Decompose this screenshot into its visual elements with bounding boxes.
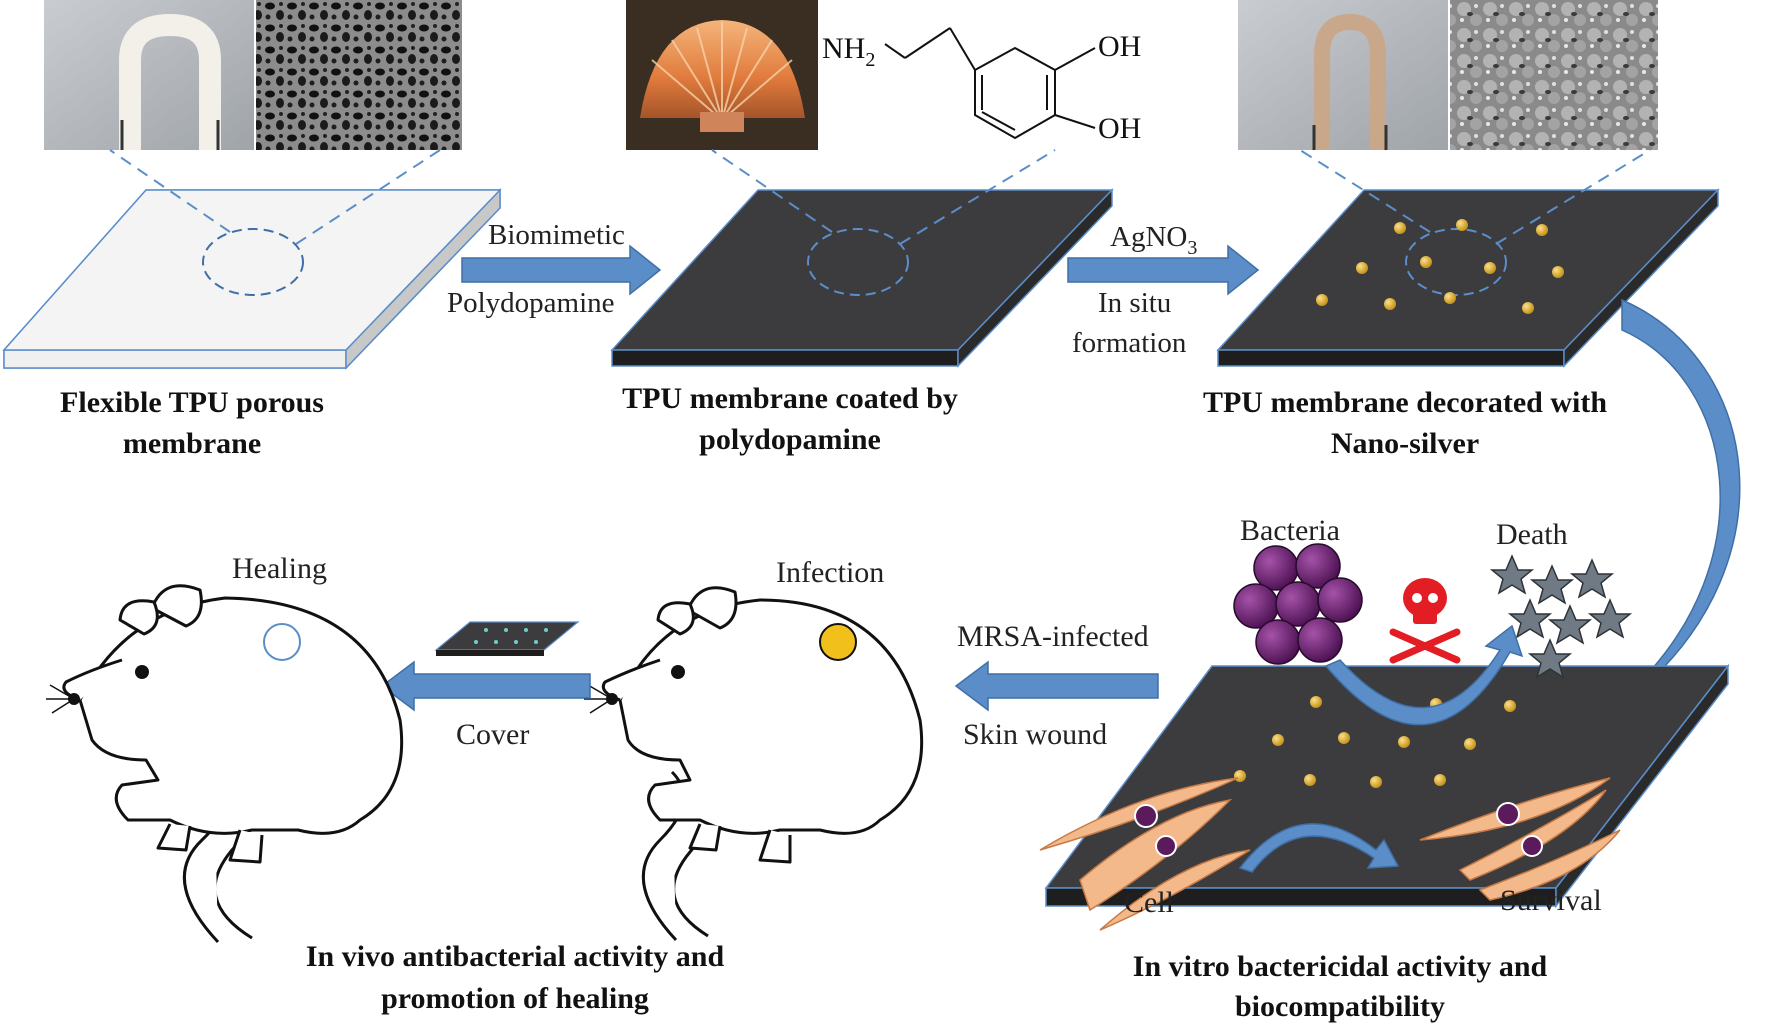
silver-nanoparticles	[1316, 219, 1564, 314]
step1-label-line2: membrane	[123, 427, 261, 460]
bacteria-label: Bacteria	[1240, 514, 1340, 547]
rat-healed	[62, 584, 404, 944]
arrow-biomimetic-top-label: Biomimetic	[488, 219, 625, 251]
arrow-bacteria-to-death	[1324, 624, 1524, 726]
photo-silver-membrane-bent	[1238, 0, 1448, 150]
cell-label: Cell	[1124, 886, 1174, 919]
arrow-cell-to-survival	[1238, 823, 1400, 873]
arrow-agno3-bottom-label: formation	[1072, 327, 1187, 359]
healing-label: Healing	[232, 552, 327, 585]
step3-label-line1: TPU membrane decorated with	[1203, 386, 1607, 419]
hydroxyl-label-2: OH	[1098, 112, 1141, 145]
cell-right-group	[1419, 777, 1621, 901]
rat-infected-whiskers	[584, 684, 613, 714]
membrane-patch	[434, 621, 580, 656]
arrow-agno3-mid-label: In situ	[1098, 287, 1171, 319]
infection-spot	[819, 623, 857, 661]
arrow-biomimetic	[461, 244, 662, 296]
step1-label-line1: Flexible TPU porous	[60, 386, 324, 419]
rat-infected-eye	[671, 665, 685, 679]
infection-label: Infection	[776, 556, 884, 589]
step5-label-line1: In vivo antibacterial activity and	[306, 940, 725, 973]
arrow-biomimetic-bottom-label: Polydopamine	[447, 287, 615, 319]
zoom-lines-1	[109, 149, 441, 245]
membrane-nano-silver	[1216, 188, 1720, 368]
arrow-agno3-top-label: AgNO3	[1110, 221, 1197, 259]
bacteria-cluster	[1233, 543, 1363, 665]
step2-label-line2: polydopamine	[699, 423, 881, 456]
step3-label-line2: Nano-silver	[1331, 427, 1479, 460]
step5-label-line2: promotion of healing	[381, 982, 649, 1015]
sem-image-porous	[256, 0, 462, 150]
cell-left-group	[1039, 777, 1251, 931]
survival-label: Survival	[1500, 884, 1602, 917]
rat-infected	[601, 586, 924, 942]
amine-label: NH2	[822, 32, 875, 71]
arrow-mrsa-top-label: MRSA-infected	[957, 620, 1149, 653]
zoom-lines-2	[711, 149, 1056, 245]
membrane-polydopamine	[610, 188, 1114, 368]
healed-spot	[263, 623, 301, 661]
photo-tpu-membrane-bent	[44, 0, 254, 150]
zoom-lines-3	[1299, 149, 1651, 245]
skull-crossbones-icon	[1389, 578, 1461, 664]
hydroxyl-label-1: OH	[1098, 30, 1141, 63]
arrow-agno3	[1067, 244, 1260, 296]
photo-scallop-shell	[626, 0, 818, 150]
membrane-tpu-porous	[2, 188, 502, 370]
step4-label-line1: In vitro bactericidal activity and	[1133, 950, 1548, 983]
arrow-mrsa-infected	[954, 660, 1159, 712]
arrow-cover	[380, 660, 591, 712]
rat-healed-whiskers	[46, 684, 75, 714]
dopamine-structure	[884, 27, 1096, 140]
arrow-mrsa-bottom-label: Skin wound	[963, 718, 1107, 751]
arrow-cover-label: Cover	[456, 718, 529, 751]
death-label: Death	[1496, 518, 1568, 551]
step2-label-line1: TPU membrane coated by	[622, 382, 958, 415]
dead-bacteria-cluster	[1489, 554, 1633, 679]
curved-arrow-to-invitro	[1612, 298, 1741, 713]
step4-label-line2: biocompatibility	[1235, 990, 1445, 1023]
sem-image-silver	[1450, 0, 1658, 150]
rat-healed-eye	[135, 665, 149, 679]
